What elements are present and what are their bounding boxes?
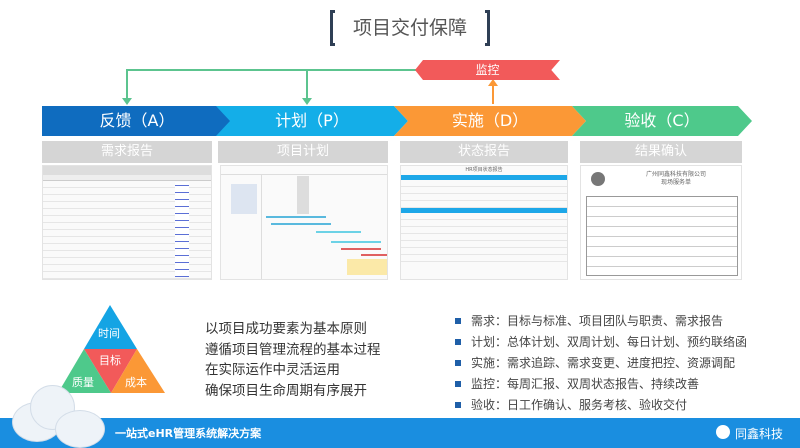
- page-title: 项目交付保障: [330, 10, 490, 46]
- bullet-item: 实施：需求追踪、需求变更、进度把控、资源调配: [455, 355, 735, 371]
- project-triangle: [58, 305, 165, 393]
- right-bracket: [485, 10, 490, 46]
- doc-header: 需求报告: [42, 141, 212, 163]
- title-text: 项目交付保障: [352, 17, 467, 39]
- triangle-time: [84, 305, 137, 349]
- project-plan-thumbnail: [220, 165, 388, 280]
- bullet-item: 需求：目标与标准、项目团队与职责、需求报告: [455, 313, 723, 329]
- bullet-icon: [455, 359, 461, 366]
- service-form-thumbnail: 广州同鑫科技有限公司 现场服务单: [580, 165, 742, 280]
- doc-header: 项目计划: [218, 141, 388, 163]
- requirement-report-thumbnail: [42, 165, 212, 280]
- bullet-icon: [455, 317, 461, 324]
- footer-brand: 同鑫科技: [735, 427, 784, 441]
- brand-logo-icon: [716, 425, 730, 439]
- footer-slogan: 一站式eHR管理系统解决方案: [115, 427, 262, 440]
- left-bracket: [330, 10, 335, 46]
- bullet-item: 验收：日工作确认、服务考核、验收交付: [455, 397, 687, 413]
- bullet-icon: [455, 380, 461, 387]
- service-company: 广州同鑫科技有限公司: [645, 171, 706, 178]
- phase-do: 实施（D）: [394, 106, 586, 136]
- triangle-goal-label: 目标: [99, 354, 121, 367]
- bullet-icon: [455, 338, 461, 345]
- service-title: 现场服务单: [660, 179, 691, 186]
- arrow-down-icon: [302, 98, 312, 105]
- monitor-tag: 监控: [415, 60, 560, 80]
- triangle-quality: [58, 349, 111, 393]
- bullet-icon: [455, 401, 461, 408]
- phase-check: 验收（C）: [572, 106, 752, 136]
- triangle-quality-label: 质量: [72, 376, 94, 389]
- principle: 在实际运作中灵活运用: [205, 362, 340, 378]
- principle: 确保项目生命周期有序展开: [205, 383, 367, 399]
- arrow-up-icon: [488, 79, 498, 86]
- triangle-goal: [84, 349, 137, 393]
- principle: 以项目成功要素为基本原则: [205, 321, 367, 337]
- doc-header: 结果确认: [580, 141, 742, 163]
- arrow-down-icon: [122, 98, 132, 105]
- bullet-item: 计划：总体计划、双周计划、每日计划、预约联络函: [455, 334, 747, 350]
- principle: 遵循项目管理流程的基本过程: [205, 342, 381, 358]
- status-report-title: HR项目状态报告: [465, 167, 503, 173]
- feedback-line: [126, 69, 420, 100]
- phase-plan: 计划（P）: [216, 106, 408, 136]
- triangle-cost-label: 成本: [125, 376, 147, 389]
- phase-feedback: 反馈（A）: [42, 106, 232, 136]
- triangle-cost: [111, 349, 165, 393]
- footer-bar: [0, 418, 800, 448]
- bullet-item: 监控：每周汇报、双周状态报告、持续改善: [455, 376, 699, 392]
- status-report-thumbnail: HR项目状态报告: [400, 165, 568, 280]
- doc-header: 状态报告: [400, 141, 568, 163]
- flow-arrows: [122, 69, 498, 105]
- triangle-time-label: 时间: [98, 327, 120, 340]
